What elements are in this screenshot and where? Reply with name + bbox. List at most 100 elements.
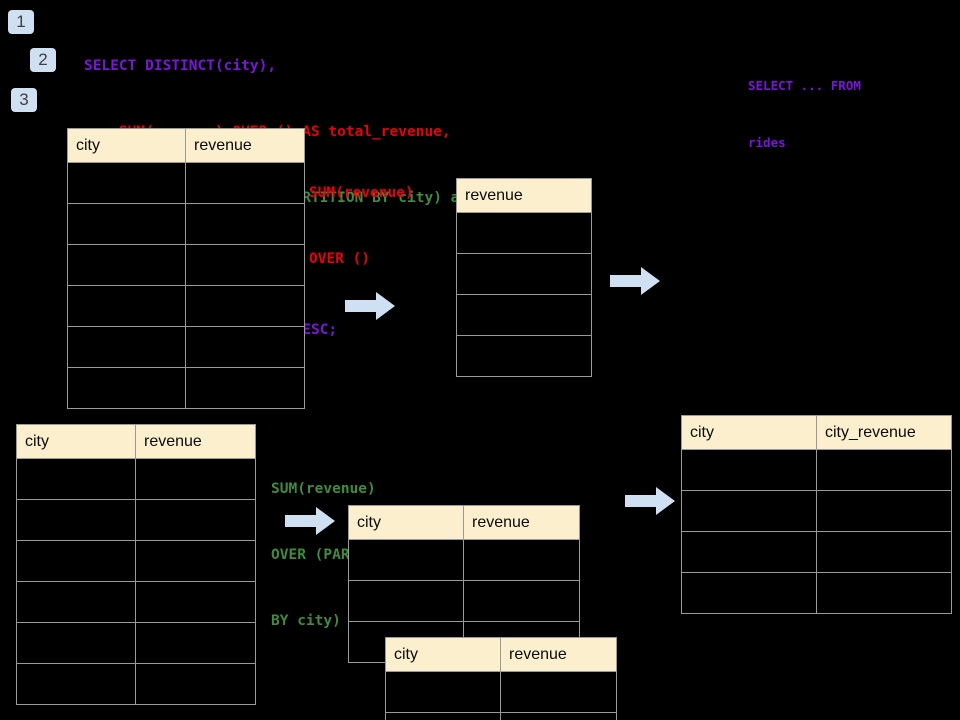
table-row: [67, 162, 305, 204]
cell-city: [681, 490, 817, 532]
table-row: [67, 367, 305, 409]
cell-city: [67, 326, 186, 368]
table-row: [67, 326, 305, 368]
column-header-city-revenue: city_revenue: [816, 415, 952, 450]
table-row: [456, 253, 592, 295]
table-row: [67, 285, 305, 327]
table-header-row: city revenue: [385, 637, 617, 672]
cell-city-revenue: [816, 572, 952, 614]
table-row: [348, 580, 580, 622]
cell-city: [16, 499, 136, 541]
table-header-row: revenue: [456, 178, 592, 213]
cell-revenue: [463, 580, 580, 622]
column-header-city: city: [681, 415, 817, 450]
cell-city: [16, 458, 136, 500]
cell-revenue: [135, 581, 256, 623]
cell-city: [681, 531, 817, 573]
column-header-revenue: revenue: [456, 178, 592, 213]
arrow-right-icon-source-to-partition: [285, 507, 335, 535]
table-header-row: city revenue: [67, 128, 305, 163]
table-row: [681, 531, 952, 573]
table-partition-b: city revenue: [385, 637, 617, 720]
cell-city: [385, 712, 501, 720]
cell-city: [67, 203, 186, 245]
cell-revenue: [185, 367, 305, 409]
column-header-revenue: revenue: [500, 637, 617, 672]
cell-city: [16, 663, 136, 705]
cell-revenue: [135, 622, 256, 664]
cell-revenue: [456, 335, 592, 377]
column-header-revenue: revenue: [135, 424, 256, 459]
cell-city: [16, 622, 136, 664]
cell-revenue: [135, 663, 256, 705]
cell-city: [67, 162, 186, 204]
cell-revenue: [185, 244, 305, 286]
cell-revenue: [456, 253, 592, 295]
cell-revenue: [135, 540, 256, 582]
table-header-row: city revenue: [348, 505, 580, 540]
arrow-right-icon-source-to-total: [345, 292, 395, 320]
cell-city: [348, 580, 464, 622]
annotation-sum-over-partition-line-3: BY city): [271, 613, 341, 629]
column-header-city: city: [67, 128, 186, 163]
table-row: [681, 449, 952, 491]
column-header-revenue: revenue: [185, 128, 305, 163]
table-row: [67, 244, 305, 286]
column-header-city: city: [385, 637, 501, 672]
column-header-city: city: [16, 424, 136, 459]
arrow-right-icon-total-to-result: [610, 267, 660, 295]
table-row: [16, 458, 256, 500]
cell-city: [16, 581, 136, 623]
table-header-row: city city_revenue: [681, 415, 952, 450]
annotation-sum-over-empty: SUM(revenue) OVER (): [309, 138, 414, 314]
cell-revenue: [185, 326, 305, 368]
cell-revenue: [500, 671, 617, 713]
step-badge-2: 2: [30, 48, 56, 72]
table-row: [456, 294, 592, 336]
table-row: [16, 540, 256, 582]
step-badge-1: 1: [8, 10, 34, 34]
cell-revenue: [135, 499, 256, 541]
table-row: [681, 490, 952, 532]
cell-city: [16, 540, 136, 582]
arrow-right-icon-partition-to-result: [625, 487, 675, 515]
cell-city: [681, 572, 817, 614]
cell-revenue: [135, 458, 256, 500]
table-row: [456, 335, 592, 377]
cell-city: [67, 244, 186, 286]
table-header-row: city revenue: [16, 424, 256, 459]
table-row: [456, 212, 592, 254]
cell-city-revenue: [816, 490, 952, 532]
cell-city: [67, 367, 186, 409]
cell-revenue: [463, 539, 580, 581]
column-header-city: city: [348, 505, 464, 540]
annotation-select-from-line-2: rides: [748, 135, 786, 150]
annotation-sum-over-partition-line-1: SUM(revenue): [271, 481, 376, 497]
table-source-bottom: city revenue: [16, 424, 256, 705]
annotation-select-from: SELECT ... FROM rides: [748, 38, 861, 190]
annotation-sum-over-empty-line-2: OVER (): [309, 251, 371, 267]
table-row: [16, 622, 256, 664]
table-source-top: city revenue: [67, 128, 305, 409]
cell-city-revenue: [816, 531, 952, 573]
cell-revenue: [456, 212, 592, 254]
step-badge-3: 3: [11, 88, 37, 112]
cell-city: [348, 539, 464, 581]
table-result: city city_revenue: [681, 415, 952, 614]
cell-revenue: [185, 203, 305, 245]
table-total-revenue: revenue: [456, 178, 592, 377]
cell-city: [681, 449, 817, 491]
cell-revenue: [185, 162, 305, 204]
sql-line-1: SELECT DISTINCT(city),: [84, 58, 277, 74]
annotation-sum-over-empty-line-1: SUM(revenue): [309, 185, 414, 201]
cell-revenue: [456, 294, 592, 336]
table-row: [16, 581, 256, 623]
table-row: [16, 499, 256, 541]
table-row: [16, 663, 256, 705]
cell-city-revenue: [816, 449, 952, 491]
table-row: [67, 203, 305, 245]
cell-city: [67, 285, 186, 327]
annotation-select-from-line-1: SELECT ... FROM: [748, 78, 861, 93]
table-row: [385, 671, 617, 713]
